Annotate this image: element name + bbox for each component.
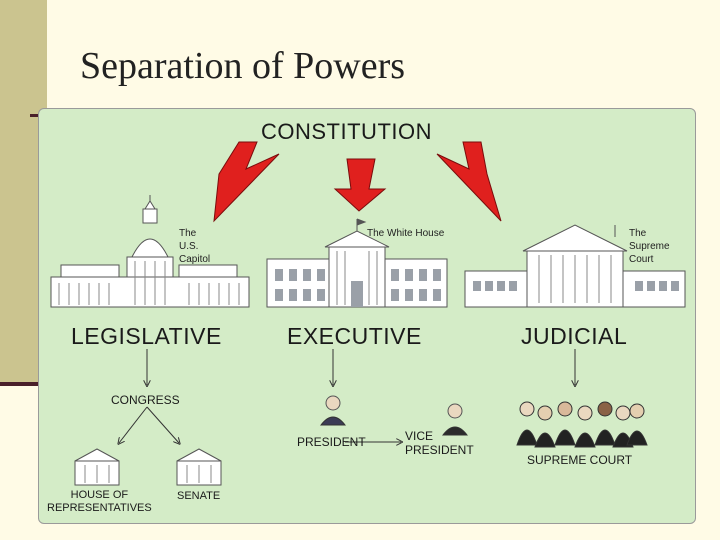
executive-arrows [333,349,401,442]
senate-label: SENATE [177,490,221,502]
slide-side-rule [0,382,47,386]
constitution-label: CONSTITUTION [261,119,432,144]
separation-of-powers-diagram: CONSTITUTION The U.S. Capitol The White … [38,108,696,524]
white-house-icon [266,218,448,308]
judicial-label: JUDICIAL [521,323,628,349]
vice-president-label: VICE PRESIDENT [405,429,474,457]
vice-president-figure-icon [441,403,469,436]
congress-label: CONGRESS [111,393,180,407]
supreme-court-justices-icon [516,401,648,448]
legislative-label: LEGISLATIVE [71,323,222,349]
president-label: PRESIDENT [297,435,366,449]
arrow-to-executive [333,158,387,212]
house-building-icon [74,448,120,486]
supreme-court-building-icon [464,224,686,308]
senate-building-icon [176,448,222,486]
executive-label: EXECUTIVE [287,323,422,349]
diagram-artwork [50,141,686,486]
arrow-to-judicial [436,141,502,222]
white-house-label: The White House [367,228,445,239]
president-figure-icon [319,395,347,426]
house-of-representatives-label: HOUSE OF REPRESENTATIVES [47,489,152,514]
capitol-label: The U.S. Capitol [179,228,211,265]
constitution-arrows [213,141,502,223]
capitol-building-icon [50,195,250,308]
slide-title: Separation of Powers [80,45,406,87]
supreme-court-building-label: The Supreme Court [629,228,670,265]
arrow-to-legislative [213,141,280,223]
legislative-arrows [119,349,179,443]
supreme-court-label: SUPREME COURT [527,453,633,467]
